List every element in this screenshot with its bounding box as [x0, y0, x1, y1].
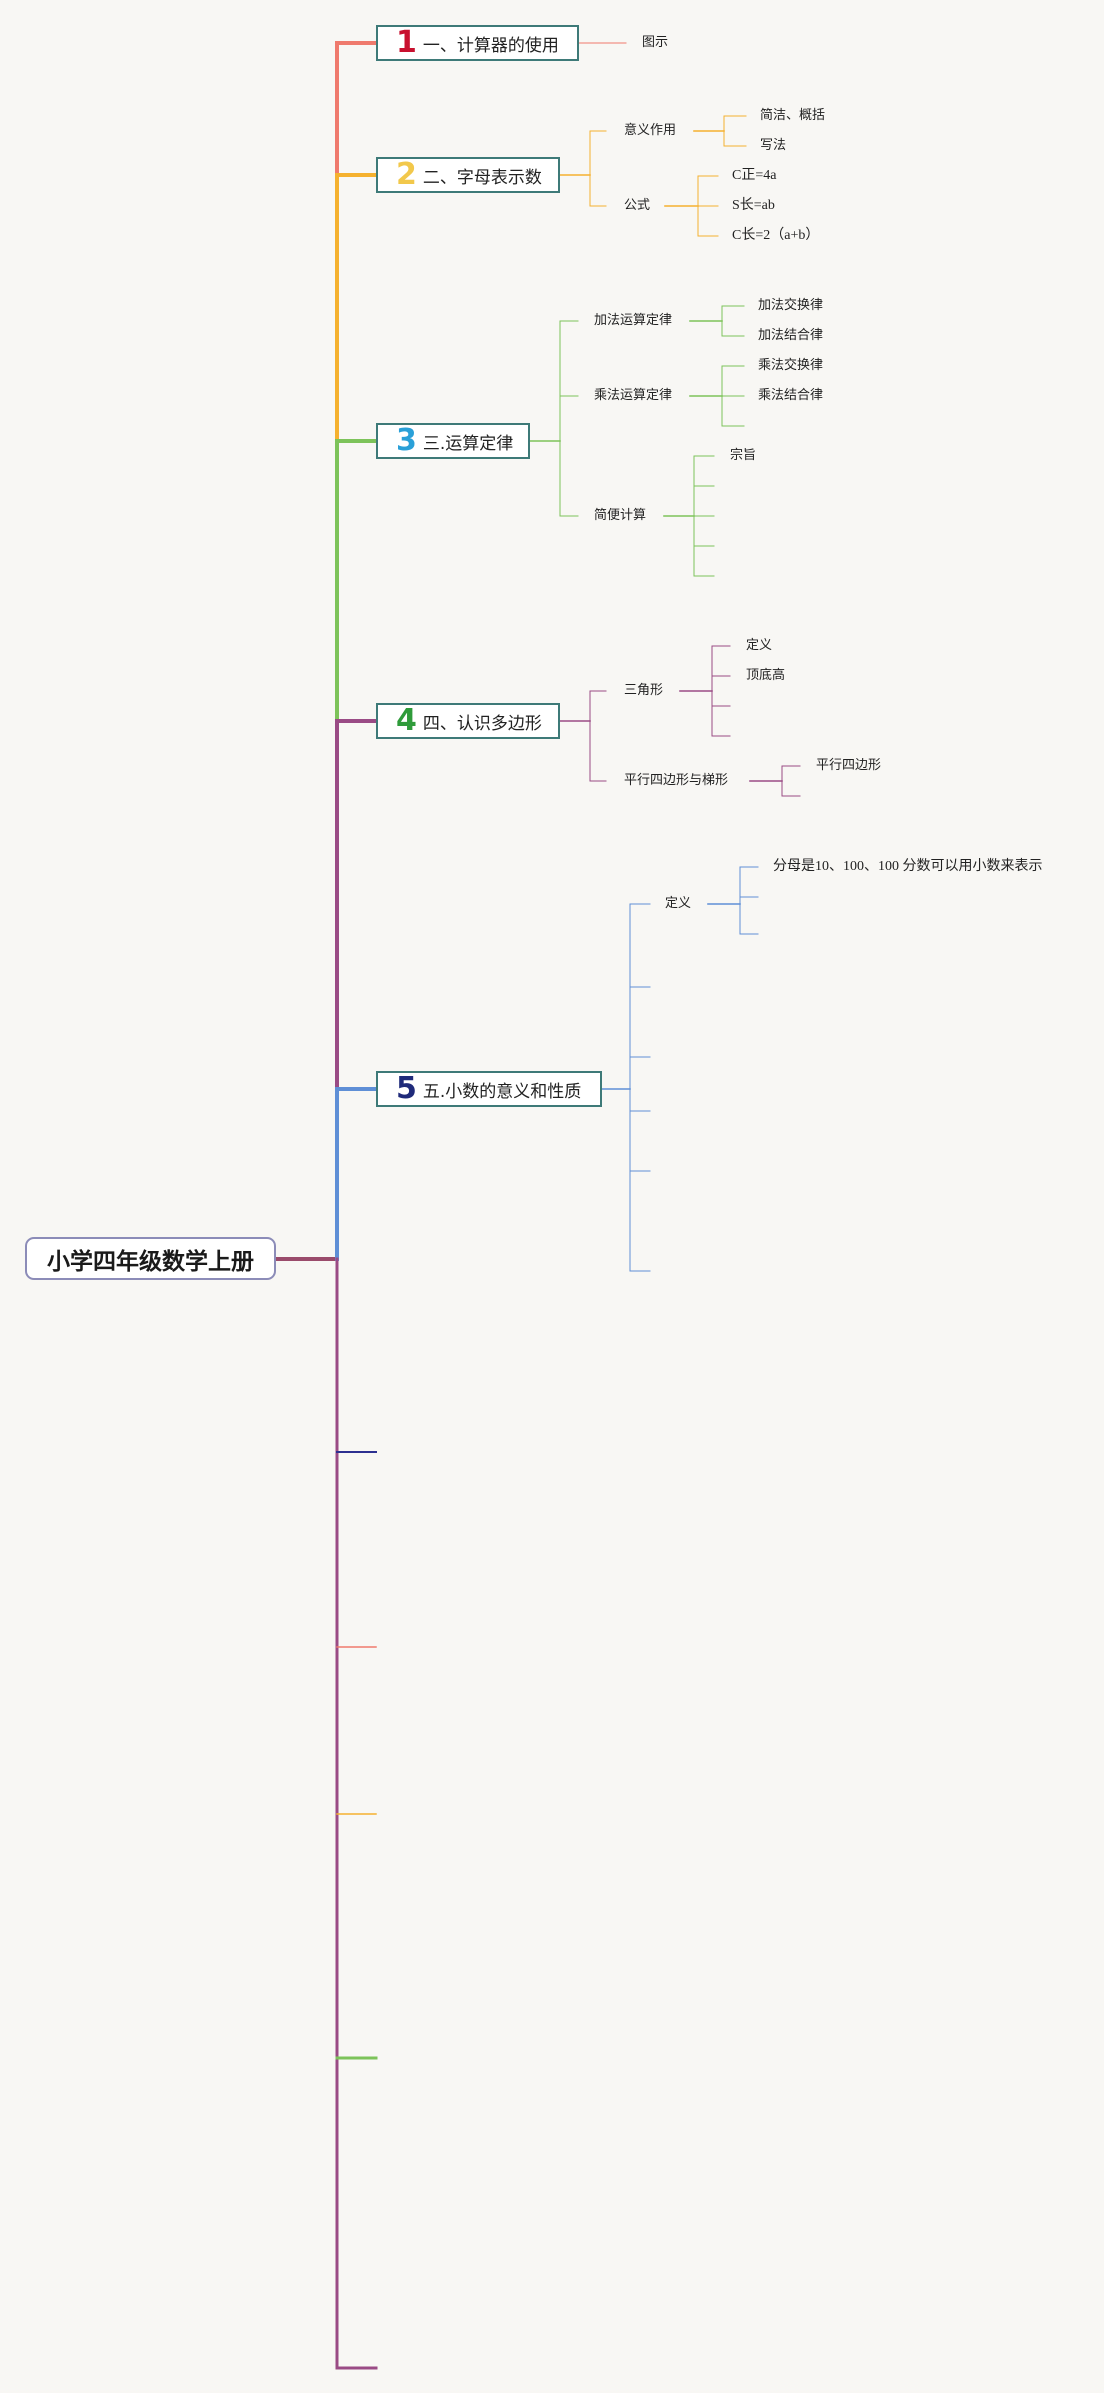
root-topic[interactable]: 小学四年级数学上册	[25, 1237, 276, 1280]
leaf-label[interactable]: S长=ab	[732, 198, 775, 213]
leaf-label[interactable]: 乘法交换律	[758, 358, 824, 373]
topic-number-3: 3	[396, 423, 417, 458]
topic-label-3: 三.运算定律	[422, 433, 514, 454]
topic-3[interactable]: 3 三.运算定律	[376, 423, 530, 459]
branch-label[interactable]: 定义	[665, 896, 692, 911]
branch-label[interactable]: 简便计算	[594, 508, 647, 523]
topic-label-4: 四、认识多边形	[422, 713, 542, 734]
branch-label[interactable]: 图示	[642, 35, 669, 50]
leaf-label[interactable]: 加法交换律	[758, 298, 824, 313]
topic-1[interactable]: 1 一、计算器的使用	[376, 25, 579, 61]
leaf-label[interactable]: 简洁、概括	[760, 108, 826, 123]
branch-label[interactable]: 加法运算定律	[594, 313, 673, 328]
leaf-label[interactable]: 顶底高	[746, 668, 786, 683]
topic-label-2: 二、字母表示数	[422, 167, 542, 188]
leaf-label[interactable]: C长=2（a+b）	[732, 228, 820, 243]
branch-label[interactable]: 乘法运算定律	[594, 388, 673, 403]
leaf-label[interactable]: 平行四边形	[816, 758, 882, 773]
leaf-label[interactable]: 乘法结合律	[758, 388, 824, 403]
leaf-label[interactable]: C正=4a	[732, 168, 777, 183]
branch-label[interactable]: 平行四边形与梯形	[624, 773, 729, 788]
leaf-label[interactable]: 分母是10、100、100 分数可以用小数来表示	[773, 859, 1043, 874]
leaf-label[interactable]: 加法结合律	[758, 328, 824, 343]
topic-number-4: 4	[396, 703, 417, 738]
leaf-label[interactable]: 写法	[760, 138, 787, 153]
topic-number-2: 2	[396, 157, 417, 192]
leaf-label[interactable]: 宗旨	[730, 448, 757, 463]
topic-label-5: 五.小数的意义和性质	[422, 1081, 582, 1102]
topic-2[interactable]: 2 二、字母表示数	[376, 157, 560, 193]
branch-label[interactable]: 意义作用	[624, 123, 677, 138]
branch-label[interactable]: 三角形	[624, 683, 664, 698]
branch-label[interactable]: 公式	[624, 198, 651, 213]
topic-4[interactable]: 4 四、认识多边形	[376, 703, 560, 739]
topic-label-1: 一、计算器的使用	[422, 35, 559, 56]
root-title: 小学四年级数学上册	[47, 1248, 254, 1275]
topic-5[interactable]: 5 五.小数的意义和性质	[376, 1071, 602, 1107]
topic-number-5: 5	[396, 1071, 417, 1106]
leaf-label[interactable]: 定义	[746, 638, 773, 653]
topic-number-1: 1	[396, 25, 417, 60]
